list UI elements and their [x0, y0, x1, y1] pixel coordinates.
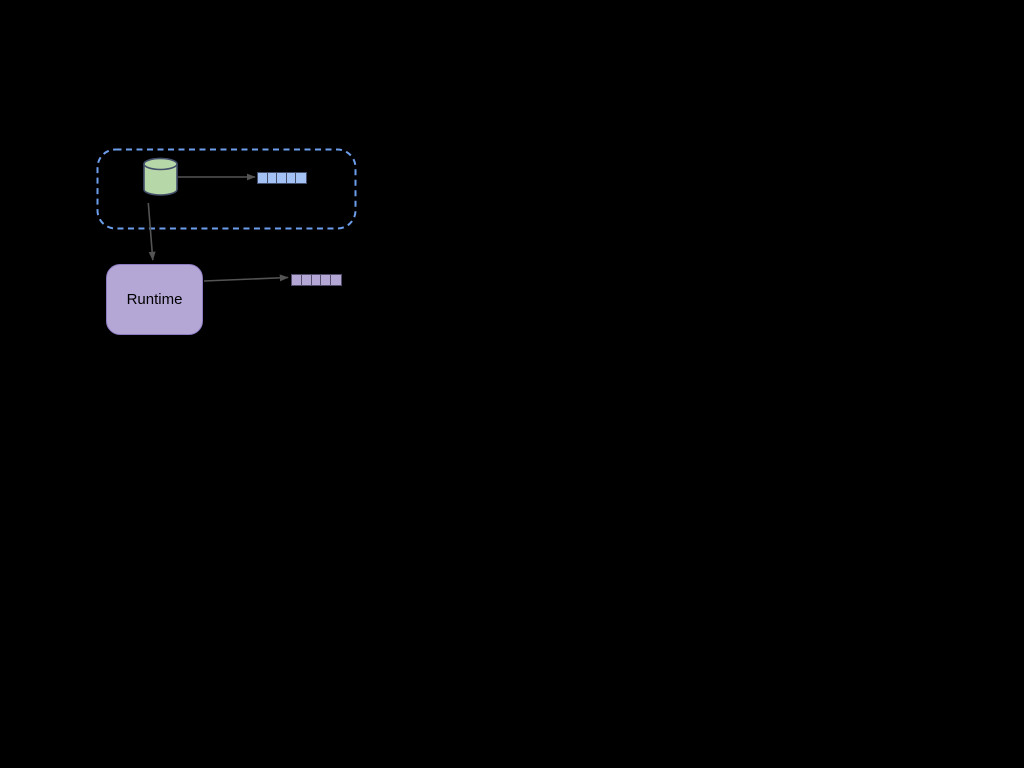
array-cell — [331, 275, 341, 285]
array-cell — [267, 173, 278, 183]
runtime-node-label: Runtime — [126, 291, 183, 308]
array-cell — [292, 275, 302, 285]
array-cell — [301, 275, 312, 285]
array-cell — [311, 275, 322, 285]
arrow-runtime-to-purple-array — [203, 274, 289, 282]
arrow-datastore-to-runtime — [147, 202, 156, 261]
blue-cell-array — [257, 172, 307, 184]
array-cell — [258, 173, 268, 183]
runtime-node: Runtime — [106, 264, 203, 335]
dashed-boundary — [96, 148, 357, 230]
array-cell — [286, 173, 297, 183]
database-cylinder-icon — [143, 157, 178, 196]
array-cell — [296, 173, 306, 183]
array-cell — [321, 275, 332, 285]
purple-cell-array — [291, 274, 342, 286]
array-cell — [277, 173, 287, 183]
